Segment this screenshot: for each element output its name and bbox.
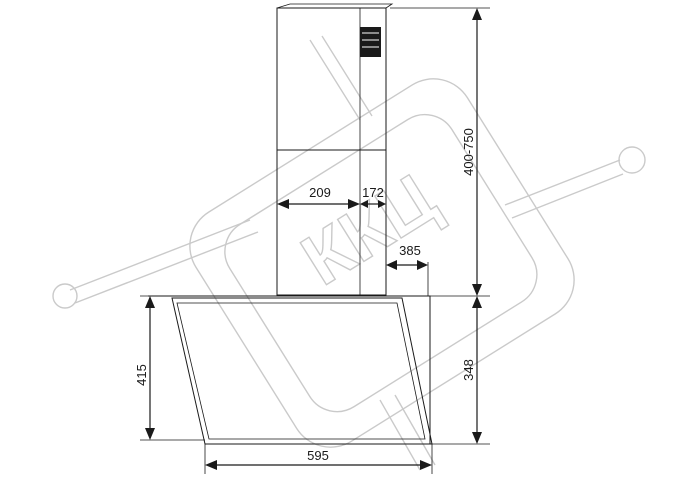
dim-chimney-height-label: 400-750: [461, 128, 476, 176]
dim-chimney-depth: 172: [360, 185, 386, 208]
dim-chimney-width: 209: [277, 185, 360, 209]
watermark-logo: [52, 35, 646, 471]
chimney: [276, 3, 394, 296]
dim-hood-width: 595: [204, 444, 433, 474]
dim-chimney-height: 400-750: [390, 7, 490, 296]
watermark: ККЦ: [52, 35, 646, 471]
vent-grille-icon: [360, 27, 381, 57]
dim-hood-front-height-label: 415: [134, 364, 149, 386]
dim-wall-offset-label: 385: [399, 243, 421, 258]
dim-hood-front-height: 415: [134, 295, 205, 441]
chimney-outline: [276, 7, 387, 296]
dim-chimney-width-label: 209: [309, 185, 331, 200]
chimney-top-edge: [276, 3, 394, 9]
dim-hood-back-height-label: 348: [461, 359, 476, 381]
hood-body: [148, 295, 433, 445]
hood-glass-inner: [176, 302, 426, 440]
dim-hood-back-height: 348: [430, 295, 490, 445]
hood-back-outline: [148, 295, 432, 445]
dim-hood-width-label: 595: [307, 448, 329, 463]
dim-chimney-depth-label: 172: [362, 185, 384, 200]
dim-wall-offset: 385: [386, 243, 429, 296]
